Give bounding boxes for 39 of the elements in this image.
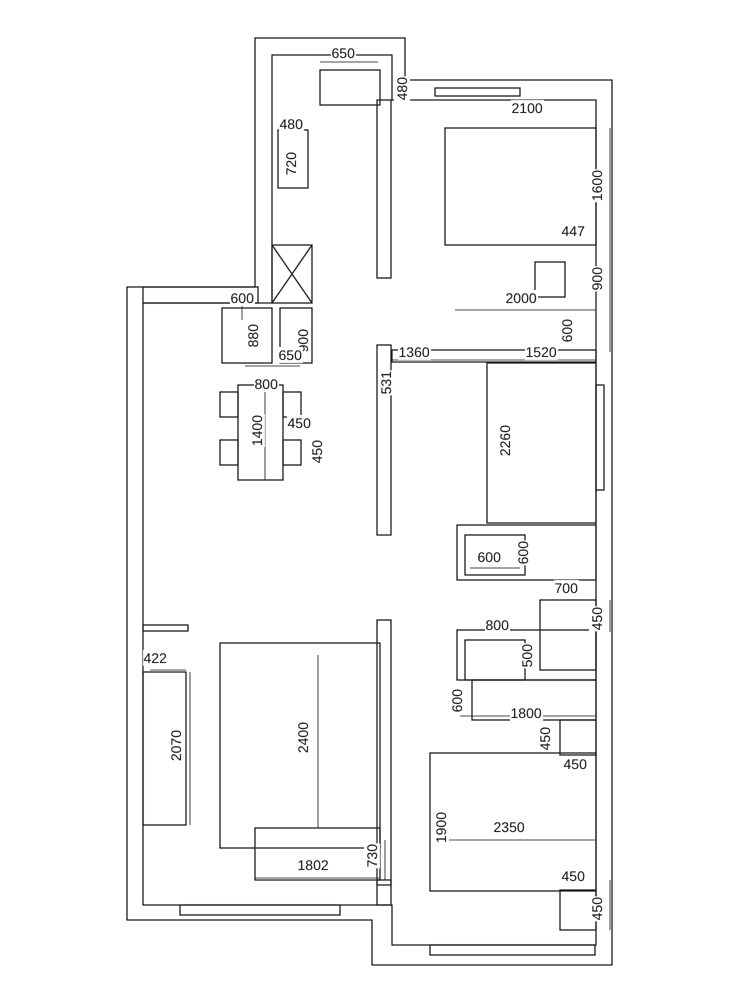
dimension-label: 730 <box>364 842 380 868</box>
dimension-label: 422 <box>142 650 168 666</box>
dimension-label: 480 <box>394 76 410 101</box>
dimension-label: 1400 <box>249 414 265 447</box>
dimension-label: 900 <box>589 266 605 291</box>
dimension-label: 450 <box>560 868 586 884</box>
dimension-label: 450 <box>562 756 588 772</box>
dimension-label: 600 <box>449 688 465 713</box>
dimension-label: 1900 <box>433 810 449 844</box>
dimension-label: 2260 <box>497 424 513 457</box>
dimension-label: 700 <box>554 580 579 596</box>
dimension-label: 600 <box>230 290 255 306</box>
dimension-label: 1802 <box>296 857 330 873</box>
dimension-label: 600 <box>476 549 502 565</box>
dimension-label: 450 <box>286 415 312 431</box>
dimension-label: 450 <box>589 896 605 921</box>
dimension-label: 880 <box>245 322 261 348</box>
dimension-label: 450 <box>537 726 553 751</box>
dimension-label: 450 <box>309 438 325 464</box>
dimension-label: 600 <box>515 540 531 565</box>
dimension-label: 531 <box>378 370 394 395</box>
dimension-label: 450 <box>589 606 605 631</box>
dimension-label: 1520 <box>524 344 558 360</box>
dimension-label: 1360 <box>398 344 431 360</box>
dimension-label: 2000 <box>504 290 538 306</box>
dimension-label: 2350 <box>492 819 526 835</box>
dimension-label: 800 <box>254 376 279 392</box>
dimension-label: 2070 <box>168 728 184 762</box>
dimension-label: 2400 <box>295 720 311 754</box>
dimension-label: 480 <box>278 116 304 132</box>
dimension-label: 447 <box>560 223 586 239</box>
dimension-label: 1600 <box>589 168 605 202</box>
dimension-label: 800 <box>484 617 510 633</box>
dimension-label: 2100 <box>510 100 544 116</box>
dimension-label: 600 <box>559 318 575 343</box>
dimension-label: 650 <box>330 45 356 61</box>
dimension-label: 500 <box>519 642 535 668</box>
dimension-label: 720 <box>283 150 299 176</box>
dimension-label: 1800 <box>510 705 543 721</box>
